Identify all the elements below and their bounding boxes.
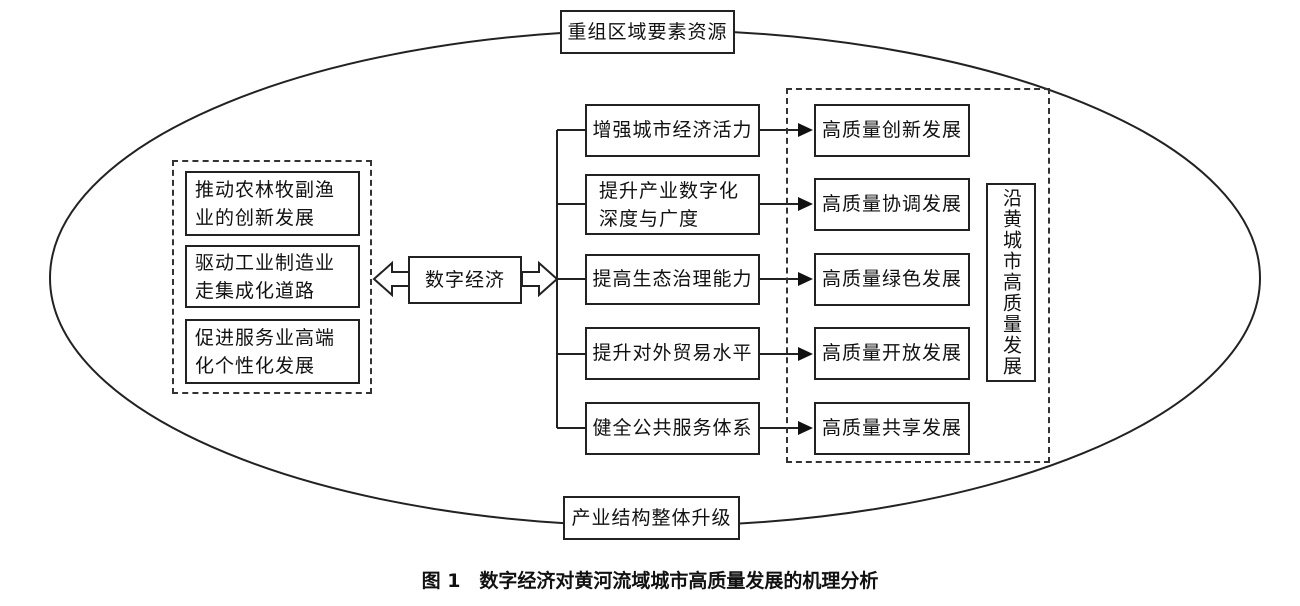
left-effects-group (172, 160, 372, 394)
center-digital-economy: 数字经济 (408, 256, 522, 304)
outcome-2: 高质量协调发展 (814, 178, 970, 231)
top-label-box: 重组区域要素资源 (560, 10, 735, 54)
figure-caption: 图 1 数字经济对黄河流域城市高质量发展的机理分析 (421, 570, 879, 592)
mechanism-5: 健全公共服务体系 (585, 402, 760, 455)
mechanism-1: 增强城市经济活力 (585, 104, 760, 157)
mechanism-3: 提高生态治理能力 (585, 254, 760, 305)
arrow-head-5 (798, 421, 813, 435)
double-arrow-left (372, 260, 410, 298)
outcome-1: 高质量创新发展 (814, 104, 970, 157)
mechanism-4: 提升对外贸易水平 (585, 327, 760, 380)
left-effect-2: 驱动工业制造业走集成化道路 (185, 245, 360, 308)
outcome-4: 高质量开放发展 (814, 327, 970, 380)
outcomes-group (786, 88, 1050, 463)
left-effect-1: 推动农林牧副渔业的创新发展 (185, 171, 360, 236)
arrow-head-2 (798, 197, 813, 211)
arrow-head-3 (798, 272, 813, 286)
outcome-3: 高质量绿色发展 (814, 253, 970, 306)
bottom-label-box: 产业结构整体升级 (563, 496, 740, 540)
arrow-head-1 (798, 123, 813, 137)
mechanism-2: 提升产业数字化深度与广度 (585, 174, 760, 235)
double-arrow-right (521, 260, 559, 298)
left-effect-3: 促进服务业高端化个性化发展 (185, 319, 360, 384)
arrow-head-4 (798, 347, 813, 361)
goal-box: 沿黄城市高质量发展 (986, 183, 1036, 382)
bracket-lines (556, 129, 585, 429)
outcome-5: 高质量共享发展 (814, 402, 970, 455)
arrows-to-outcomes (760, 123, 813, 435)
